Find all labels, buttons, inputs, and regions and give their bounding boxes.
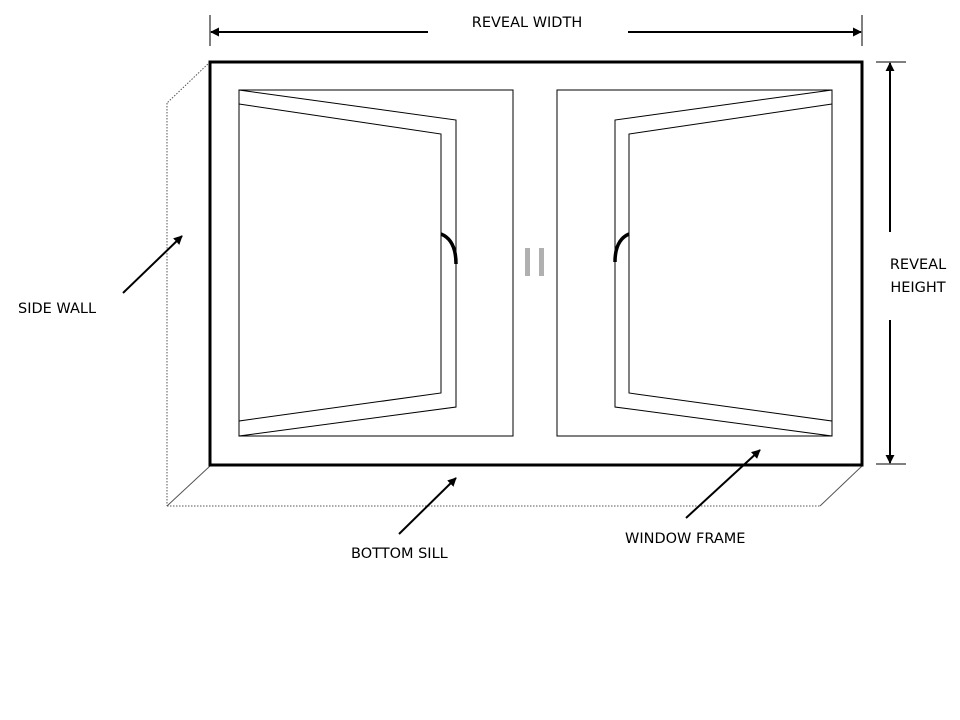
right-sash xyxy=(556,89,833,437)
center-handle-icon xyxy=(525,248,544,276)
right-handle-icon xyxy=(613,232,630,263)
reveal-height-label-line1: REVEAL xyxy=(890,257,946,273)
window-frame-arrow xyxy=(685,449,761,519)
sill-right-edge xyxy=(819,465,863,507)
side-wall-callout: SIDE WALL xyxy=(18,235,183,317)
right-casement-inner xyxy=(628,103,833,422)
bottom-sill xyxy=(166,465,863,507)
left-casement-outer xyxy=(238,89,457,437)
reveal-height-dimension: REVEAL HEIGHT xyxy=(876,61,946,465)
right-casement-outer xyxy=(614,89,833,437)
bottom-sill-arrow xyxy=(398,477,457,535)
reveal-height-label-line2: HEIGHT xyxy=(890,280,945,296)
side-wall-top-edge xyxy=(166,61,211,104)
window-outer-frame xyxy=(208,60,864,467)
left-sash-frame xyxy=(238,89,514,437)
side-wall-label: SIDE WALL xyxy=(18,301,96,317)
side-wall xyxy=(166,61,211,506)
left-sash xyxy=(238,89,514,437)
right-sash-frame xyxy=(556,89,833,437)
side-wall-arrow xyxy=(122,235,183,294)
reveal-width-dimension: REVEAL WIDTH xyxy=(209,15,863,46)
bottom-sill-callout: BOTTOM SILL xyxy=(351,477,457,562)
window-frame-label: WINDOW FRAME xyxy=(625,531,745,547)
sill-left-edge xyxy=(166,465,211,507)
center-handle-bar-left xyxy=(525,248,530,276)
bottom-sill-label: BOTTOM SILL xyxy=(351,546,448,562)
left-casement-inner xyxy=(238,103,442,422)
reveal-width-label: REVEAL WIDTH xyxy=(472,15,582,31)
window-frame-callout: WINDOW FRAME xyxy=(625,449,761,547)
center-handle-bar-right xyxy=(539,248,544,276)
left-handle-icon xyxy=(440,232,458,265)
